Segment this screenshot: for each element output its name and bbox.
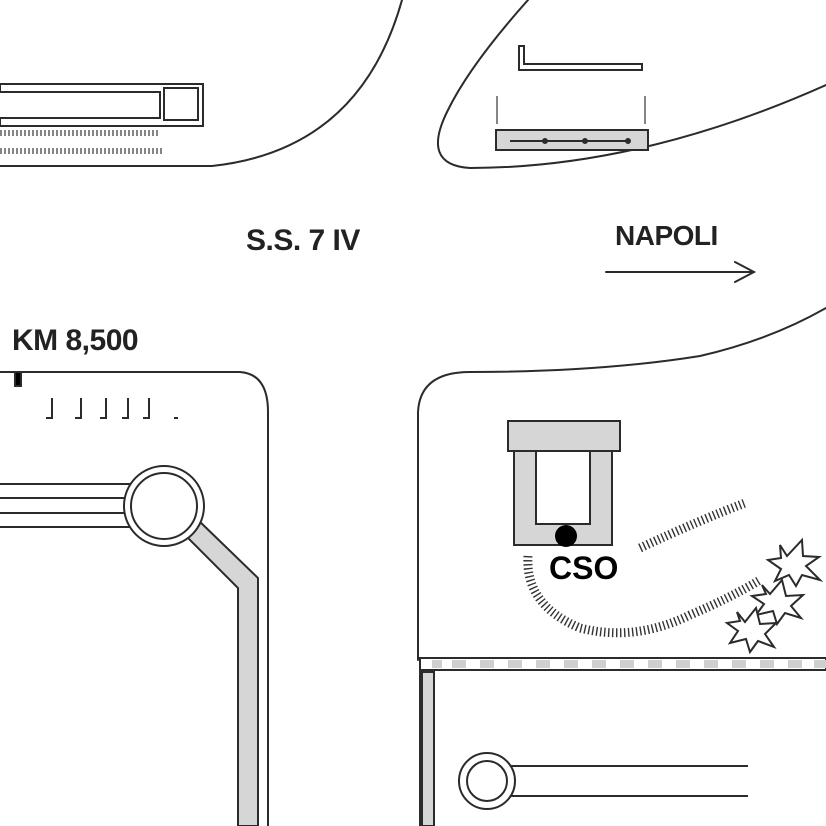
debris-icon bbox=[724, 537, 824, 655]
curb-top-right bbox=[437, 0, 826, 170]
curb-right-sweep bbox=[417, 307, 826, 661]
kiosk-building bbox=[507, 420, 621, 546]
perimeter-fence bbox=[419, 657, 826, 826]
top-left-structure bbox=[0, 83, 204, 154]
km-tick-marks bbox=[14, 371, 178, 419]
road-name-label: S.S. 7 IV bbox=[246, 224, 360, 257]
arrow-right-icon bbox=[605, 261, 757, 283]
bottom-right-ramp bbox=[458, 752, 748, 810]
site-code-label: CSO bbox=[549, 550, 619, 586]
top-right-structure bbox=[494, 45, 649, 151]
curb-bottom-left bbox=[0, 371, 269, 826]
km-marker-label: KM 8,500 bbox=[12, 324, 139, 357]
bottom-left-ramp bbox=[0, 465, 259, 826]
hatched-barrier bbox=[523, 498, 763, 638]
site-marker-dot bbox=[555, 525, 577, 547]
curb-top-left bbox=[0, 0, 403, 167]
direction-label: NAPOLI bbox=[615, 220, 718, 251]
